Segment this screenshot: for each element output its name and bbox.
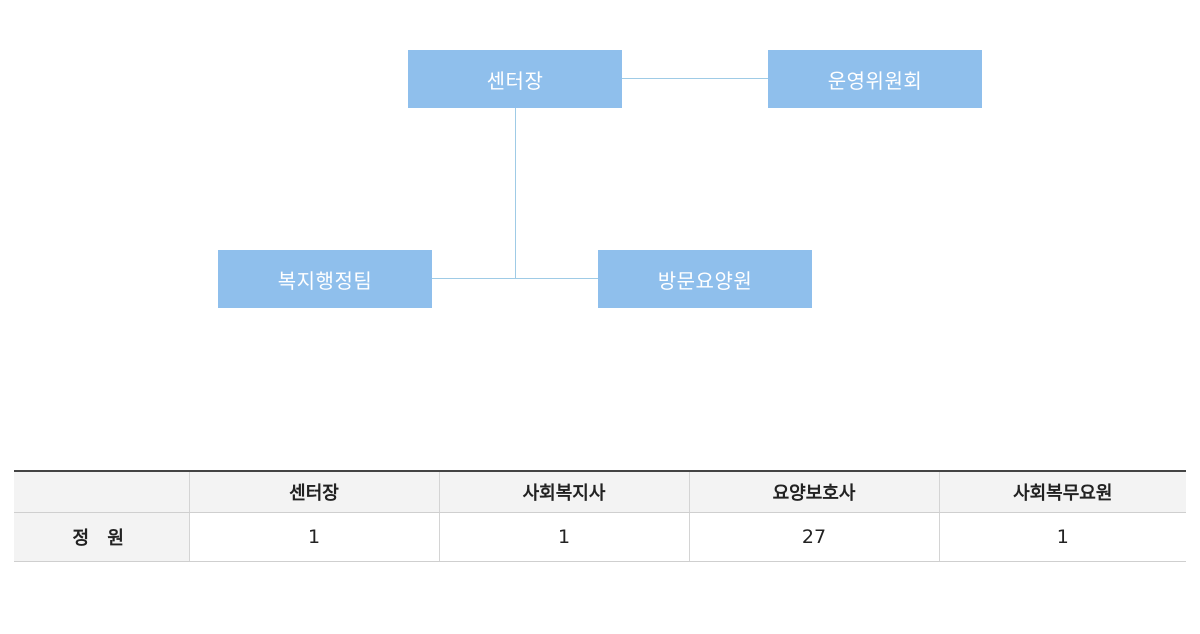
table-cell-director: 1 xyxy=(188,512,439,562)
org-box-visit-care: 방문요양원 xyxy=(598,250,812,308)
connector-director-committee xyxy=(622,78,768,79)
org-box-director: 센터장 xyxy=(408,50,622,108)
org-box-committee: 운영위원회 xyxy=(768,50,982,108)
table-header-social-worker: 사회복지사 xyxy=(438,471,689,513)
table-cell-social-service-agent: 1 xyxy=(938,512,1186,562)
table-cell-social-worker: 1 xyxy=(438,512,689,562)
org-box-admin-team: 복지행정팀 xyxy=(218,250,432,308)
org-box-director-label: 센터장 xyxy=(486,68,544,93)
table-cell-care-worker: 27 xyxy=(688,512,939,562)
org-box-visit-care-label: 방문요양원 xyxy=(657,268,753,293)
org-box-committee-label: 운영위원회 xyxy=(827,68,923,93)
table-row: 정 원 1 1 27 1 xyxy=(14,512,1186,562)
table-header-director: 센터장 xyxy=(188,471,439,513)
staff-quota-table: 센터장 사회복지사 요양보호사 사회복무요원 정 원 1 1 27 1 xyxy=(14,470,1186,562)
connector-director-down xyxy=(515,108,516,278)
table-header-care-worker: 요양보호사 xyxy=(688,471,939,513)
table-header-blank xyxy=(14,471,189,513)
connector-branch-horizontal xyxy=(432,278,598,279)
table-row-label: 정 원 xyxy=(14,512,189,562)
table-header-row: 센터장 사회복지사 요양보호사 사회복무요원 xyxy=(14,471,1186,513)
table-header-social-service-agent: 사회복무요원 xyxy=(938,471,1186,513)
org-box-admin-team-label: 복지행정팀 xyxy=(277,268,373,293)
